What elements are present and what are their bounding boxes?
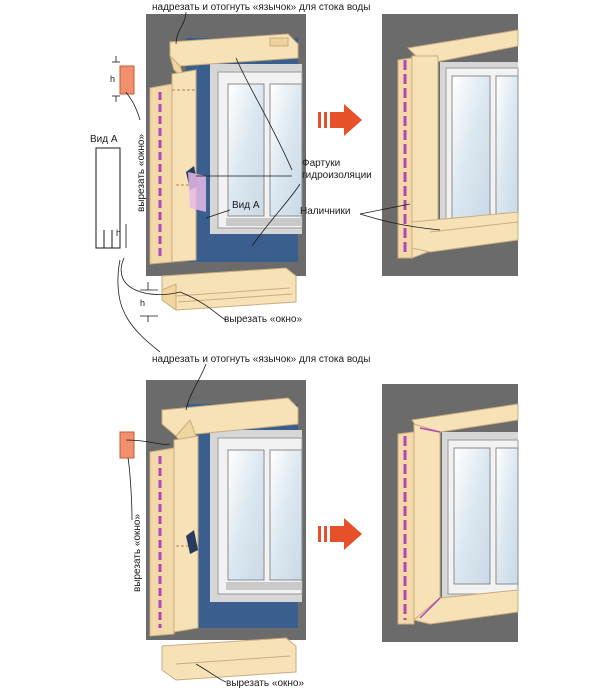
arrow-top: [318, 104, 362, 136]
leader-line: [125, 91, 141, 121]
left-vertical-casing: [149, 69, 198, 265]
leader-line: [127, 457, 133, 521]
window: [210, 430, 303, 602]
arrow-bottom: [318, 518, 362, 550]
bottom-casing-trim: [161, 267, 297, 311]
mid-note: надрезать и отогнуть «язычок» для стока …: [152, 354, 370, 365]
left-vertical-casing: [413, 423, 441, 622]
cut-window-vertical-label: вырезать «окно»: [136, 134, 147, 212]
dimension-h: [112, 56, 158, 322]
bottom-casing-trim: [161, 637, 297, 681]
leader-line: [117, 259, 161, 353]
dimension-h-label: h: [140, 298, 145, 308]
panel-bottom-left: [119, 363, 306, 683]
leader-line: [195, 663, 227, 683]
window: [210, 64, 303, 234]
leader-line: [359, 203, 411, 215]
bottom-casing-trim: [411, 211, 519, 253]
cut-window-vertical-label: вырезать «окно»: [132, 514, 143, 592]
top-note: надрезать и отогнуть «язычок» для стока …: [152, 2, 370, 13]
flashings-label-line1: Фартуки: [302, 158, 340, 169]
leader-line: [205, 209, 231, 219]
panel-bottom-right: [382, 384, 519, 642]
view-a-pointer-label: Вид А: [232, 200, 260, 211]
view-a-label: Вид А: [90, 134, 118, 145]
flashing-tab: [188, 172, 206, 212]
flashings-label-line2: гидроизоляции: [302, 170, 372, 181]
leader-line: [185, 363, 207, 411]
dimension-h-label: h: [110, 74, 115, 84]
panel-top-left: [95, 11, 306, 353]
leader-line: [120, 257, 227, 321]
leader-line: [235, 57, 293, 171]
leader-line: [251, 183, 301, 247]
window: [440, 62, 519, 234]
dimension-h-label: h: [116, 228, 121, 238]
top-casing-trim: [168, 33, 299, 80]
view-a-detail: [95, 147, 121, 249]
left-vertical-casing: [149, 435, 199, 637]
cut-piece: [119, 65, 135, 95]
leader-line: [125, 439, 171, 445]
cut-window-label: вырезать «окно»: [226, 678, 304, 689]
cut-piece: [119, 431, 135, 459]
window: [442, 432, 519, 602]
cut-window-label: вырезать «окно»: [224, 314, 302, 325]
leader-line: [359, 213, 441, 231]
leader-line: [175, 11, 187, 45]
casings-label: Наличники: [300, 206, 350, 217]
panel-top-right: [382, 14, 519, 276]
top-casing-trim: [161, 397, 299, 437]
flashing-tab: [186, 530, 198, 554]
